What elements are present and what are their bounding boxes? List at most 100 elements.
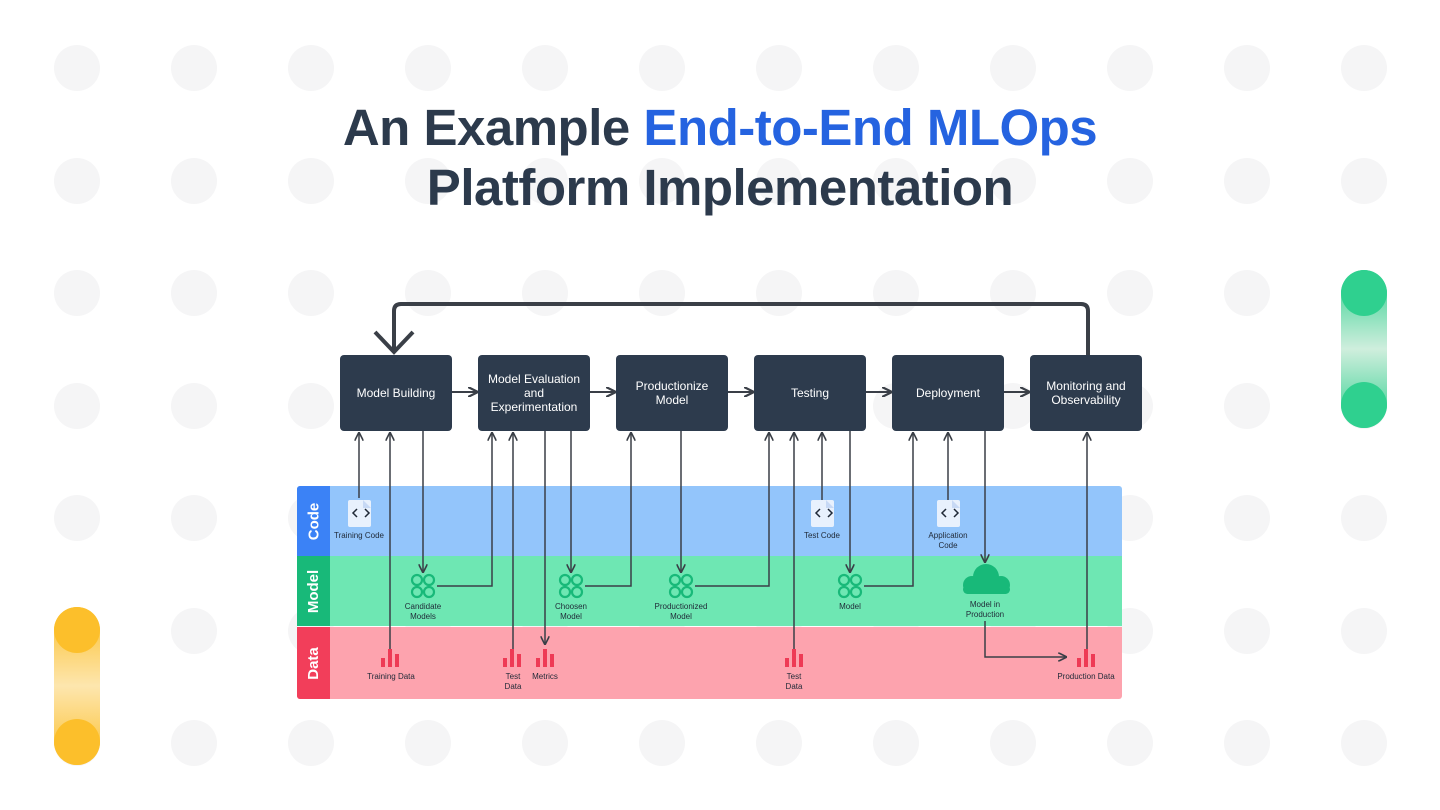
yellow-pill-decoration — [54, 607, 100, 765]
label-training-data: Training Data — [367, 672, 415, 681]
background-dot — [171, 270, 217, 316]
background-dot — [639, 270, 685, 316]
background-dot — [54, 495, 100, 541]
stage-model-building: Model Building — [340, 355, 452, 431]
background-dot — [405, 270, 451, 316]
background-dot — [990, 158, 1036, 204]
background-dot — [1107, 270, 1153, 316]
label-choosen-model: Choosen Model — [554, 602, 588, 621]
background-dot — [405, 45, 451, 91]
background-dot — [756, 45, 802, 91]
background-dot — [1341, 720, 1387, 766]
bar-chart-icon — [785, 649, 803, 667]
background-dot — [522, 45, 568, 91]
bar-chart-icon — [381, 649, 399, 667]
background-dot — [873, 158, 919, 204]
label-test-code: Test Code — [803, 531, 841, 540]
code-file-icon — [811, 500, 834, 527]
background-dot — [1224, 608, 1270, 654]
background-dot — [522, 720, 568, 766]
label-model-in-production: Model in Production — [965, 600, 1005, 619]
label-test-data-1: Test Data — [504, 672, 522, 691]
background-dot — [990, 45, 1036, 91]
background-dot — [288, 720, 334, 766]
model-rings-icon — [558, 573, 584, 599]
background-dot — [171, 720, 217, 766]
stage-model-evaluation: Model Evaluation and Experimentation — [478, 355, 590, 431]
background-dot — [171, 383, 217, 429]
label-training-code: Training Code — [334, 531, 384, 540]
model-rings-icon — [410, 573, 436, 599]
label-metrics: Metrics — [532, 672, 558, 681]
label-candidate-models: Candidate Models — [404, 602, 442, 621]
background-dot — [171, 45, 217, 91]
background-dot — [1224, 383, 1270, 429]
background-dot — [1107, 158, 1153, 204]
background-dot — [54, 45, 100, 91]
background-dot — [756, 720, 802, 766]
feedback-loop-arrow — [392, 302, 1090, 355]
title-part1: An Example — [342, 99, 644, 156]
background-dot — [1224, 720, 1270, 766]
label-productionized-model: Productionized Model — [654, 602, 708, 621]
model-rings-icon — [837, 573, 863, 599]
stage-deployment: Deployment — [892, 355, 1004, 431]
background-dot — [1224, 270, 1270, 316]
background-dot — [288, 270, 334, 316]
background-dot — [990, 720, 1036, 766]
background-dot — [171, 608, 217, 654]
background-dot — [54, 383, 100, 429]
background-dot — [990, 270, 1036, 316]
stage-productionize-model: Productionize Model — [616, 355, 728, 431]
background-dot — [1341, 495, 1387, 541]
background-dot — [405, 720, 451, 766]
background-dot — [1224, 495, 1270, 541]
background-dot — [288, 383, 334, 429]
background-dot — [1224, 158, 1270, 204]
code-file-icon — [937, 500, 960, 527]
connector-productionized-to-testing — [695, 433, 769, 587]
background-dot — [54, 270, 100, 316]
green-pill-decoration — [1341, 270, 1387, 428]
title-accent: End-to-End MLOps — [643, 99, 1098, 156]
stage-monitoring: Monitoring and Observability — [1030, 355, 1142, 431]
background-dot — [1224, 45, 1270, 91]
background-dot — [522, 270, 568, 316]
background-dot — [1107, 720, 1153, 766]
connector-production-to-data — [984, 621, 1066, 657]
label-application-code: Application Code — [928, 531, 968, 550]
background-dot — [54, 158, 100, 204]
title-line2: Platform Implementation — [426, 159, 1014, 216]
background-dot — [171, 495, 217, 541]
background-dot — [288, 45, 334, 91]
bar-chart-icon — [536, 649, 554, 667]
connector-model-to-deployment — [864, 433, 913, 587]
model-rings-icon — [668, 573, 694, 599]
background-dot — [873, 720, 919, 766]
background-dot — [1341, 45, 1387, 91]
background-dot — [756, 158, 802, 204]
label-test-data-2: Test Data — [785, 672, 803, 691]
code-file-icon — [348, 500, 371, 527]
page-title: An Example End-to-End MLOps Platform Imp… — [0, 98, 1440, 218]
background-dot — [639, 720, 685, 766]
bar-chart-icon — [503, 649, 521, 667]
model-lane-tab: Model — [297, 556, 330, 626]
label-production-data: Production Data — [1057, 672, 1115, 681]
bar-chart-icon — [1077, 649, 1095, 667]
background-dot — [405, 158, 451, 204]
background-dot — [522, 158, 568, 204]
label-model: Model — [839, 602, 861, 611]
background-dot — [756, 270, 802, 316]
feedback-loop-arrowhead — [373, 330, 415, 355]
connector-candidate-to-evaluation — [437, 433, 492, 587]
data-lane-tab: Data — [297, 627, 330, 699]
background-dot — [288, 158, 334, 204]
connector-choosen-to-productionize — [585, 433, 631, 587]
background-dot — [1341, 158, 1387, 204]
background-dot — [1341, 608, 1387, 654]
cloud-icon — [963, 564, 1010, 594]
background-dot — [873, 270, 919, 316]
code-lane-tab: Code — [297, 486, 330, 556]
